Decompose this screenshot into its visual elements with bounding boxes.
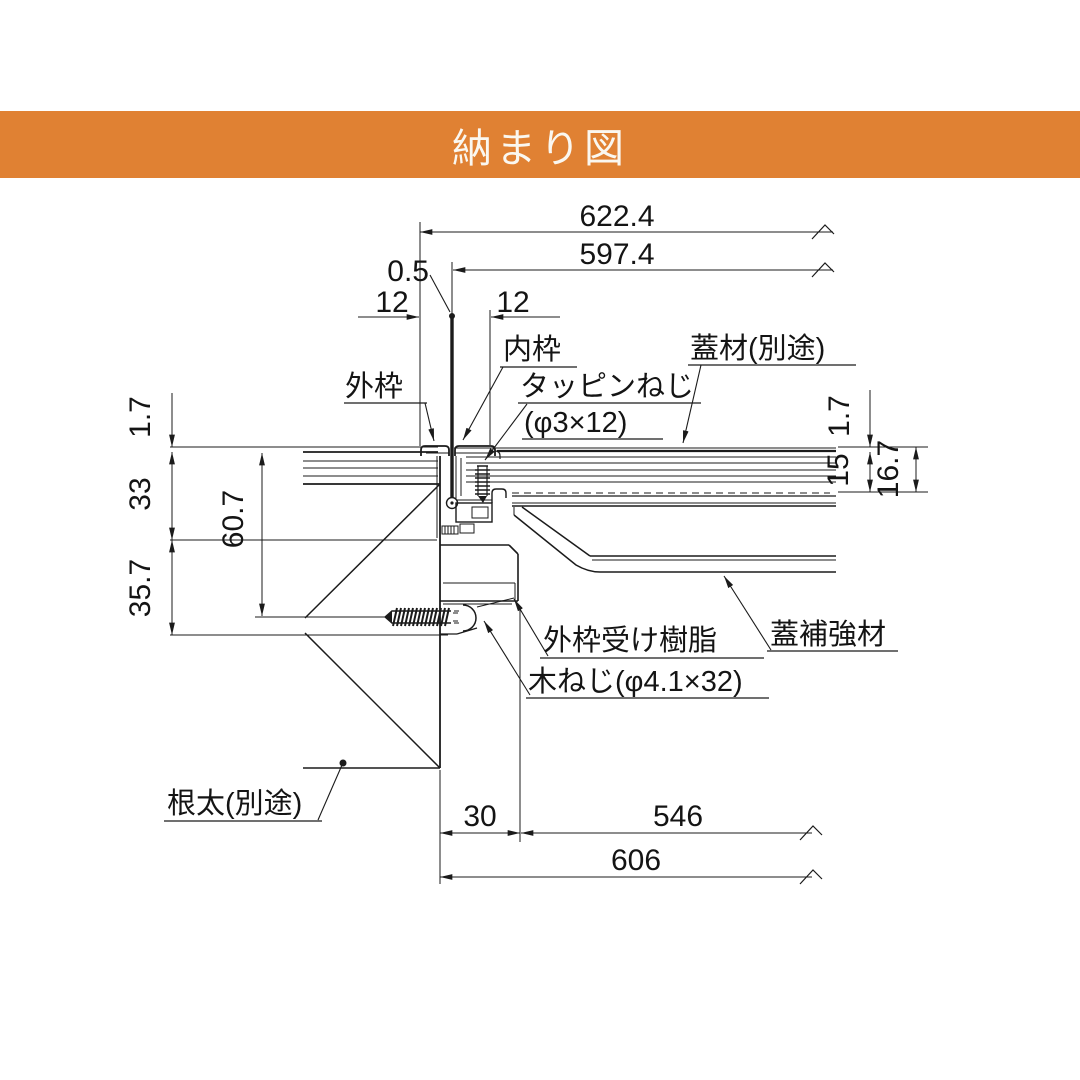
dim-top-width: 622.4	[579, 200, 654, 233]
dim-opening-right: 546	[653, 800, 703, 833]
label-frame-support-resin: 外枠受け樹脂	[543, 624, 717, 657]
dimension-texts: 622.4 597.4 0.5 12 12 1.7 33 35.7 60.7 1…	[124, 200, 905, 877]
lid-panel	[454, 447, 836, 507]
wood-screw	[384, 607, 462, 627]
dim-opening-total: 606	[611, 844, 661, 877]
page-title: 納まり図	[452, 126, 628, 171]
label-lid-reinforcement: 蓋補強材	[770, 618, 886, 651]
break-marks	[799, 224, 835, 885]
rivet	[445, 496, 459, 510]
label-wood-screw: 木ねじ(φ4.1×32)	[528, 665, 743, 698]
dim-sheet-left: 1.7	[124, 396, 157, 438]
dim-panel-total: 16.7	[872, 440, 905, 498]
wood-screw-head	[462, 604, 477, 632]
extension-lines	[170, 222, 928, 884]
label-lid-material: 蓋材(別途)	[690, 332, 825, 365]
title-banner: 納まり図	[0, 111, 1080, 178]
dimension-lines	[169, 229, 919, 880]
joist	[303, 483, 441, 769]
lid-reinforcement	[513, 506, 836, 573]
label-joist: 根太(別途)	[167, 787, 302, 820]
label-tapping-screw: タッピンねじ	[520, 371, 694, 403]
resin-support	[440, 544, 519, 635]
joist-leader-dot	[339, 759, 347, 767]
inner-frame-flange	[454, 445, 496, 456]
tapping-screw	[475, 465, 490, 503]
label-underlines	[164, 364, 898, 822]
dim-below-depth: 35.7	[124, 559, 157, 617]
dim-left-offset: 12	[375, 286, 408, 319]
dim-frame-depth: 33	[124, 477, 157, 510]
dim-frame-total-depth: 60.7	[217, 490, 250, 548]
dim-sheet-right: 1.7	[823, 395, 856, 437]
label-outer-frame: 外枠	[345, 370, 403, 403]
leader-lines	[317, 274, 772, 821]
dim-gap: 0.5	[387, 255, 429, 288]
outer-frame-flange	[420, 445, 450, 456]
dim-right-offset: 12	[496, 286, 529, 319]
label-inner-frame: 内枠	[503, 333, 561, 366]
label-tapping-screw-size: (φ3×12)	[524, 407, 627, 439]
part-labels: 外枠 内枠 タッピンねじ (φ3×12) 蓋材(別途) 外枠受け樹脂 木ねじ(φ…	[167, 332, 886, 820]
panel-clip	[491, 488, 507, 503]
floor-panel-left	[303, 451, 440, 485]
dim-inner-width: 597.4	[579, 238, 654, 271]
dim-leg-width: 30	[463, 800, 496, 833]
dim-panel-core: 15	[822, 453, 855, 486]
